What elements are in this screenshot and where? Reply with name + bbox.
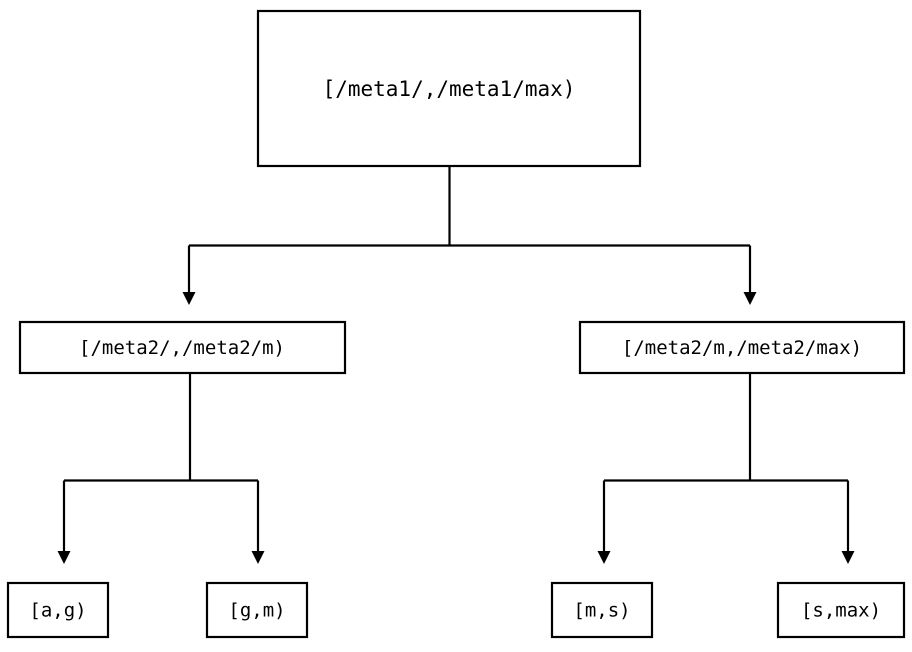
- arrow-head-leaf-4: [841, 551, 855, 564]
- node-leaf-4-box: [776, 581, 906, 639]
- node-mid-right[interactable]: [/meta2/m,/meta2/max): [578, 320, 906, 375]
- node-mid-left[interactable]: [/meta2/,/meta2/m): [18, 320, 347, 375]
- node-root-box: [256, 9, 642, 168]
- node-leaf-1-box: [6, 581, 110, 639]
- node-leaf-1[interactable]: [a,g): [6, 581, 110, 639]
- arrow-head-leaf-2: [251, 551, 265, 564]
- node-leaf-2[interactable]: [g,m): [205, 581, 309, 639]
- node-leaf-3-box: [550, 581, 654, 639]
- node-root-label: [/meta1/,/meta1/max): [323, 77, 576, 101]
- node-leaf-3[interactable]: [m,s): [550, 581, 654, 639]
- edge-root-to-mid-level: [182, 166, 757, 305]
- node-leaf-4[interactable]: [s,max): [776, 581, 906, 639]
- node-leaf-3-label: [m,s): [573, 600, 630, 622]
- node-mid-left-box: [18, 320, 347, 375]
- node-mid-right-box: [578, 320, 906, 375]
- arrow-head-leaf-3: [597, 551, 611, 564]
- node-leaf-1-label: [a,g): [29, 600, 86, 622]
- arrow-head-leaf-1: [57, 551, 71, 564]
- node-root[interactable]: [/meta1/,/meta1/max): [256, 9, 642, 168]
- node-leaf-2-label: [g,m): [228, 600, 285, 622]
- node-mid-right-label: [/meta2/m,/meta2/max): [622, 337, 862, 359]
- node-leaf-2-box: [205, 581, 309, 639]
- edge-midright-to-leaves: [597, 373, 855, 564]
- arrow-head-mid-left: [182, 292, 196, 305]
- edge-midleft-to-leaves: [57, 373, 265, 564]
- node-leaf-4-label: [s,max): [801, 600, 881, 622]
- node-mid-left-label: [/meta2/,/meta2/m): [79, 337, 285, 359]
- arrow-head-mid-right: [743, 292, 757, 305]
